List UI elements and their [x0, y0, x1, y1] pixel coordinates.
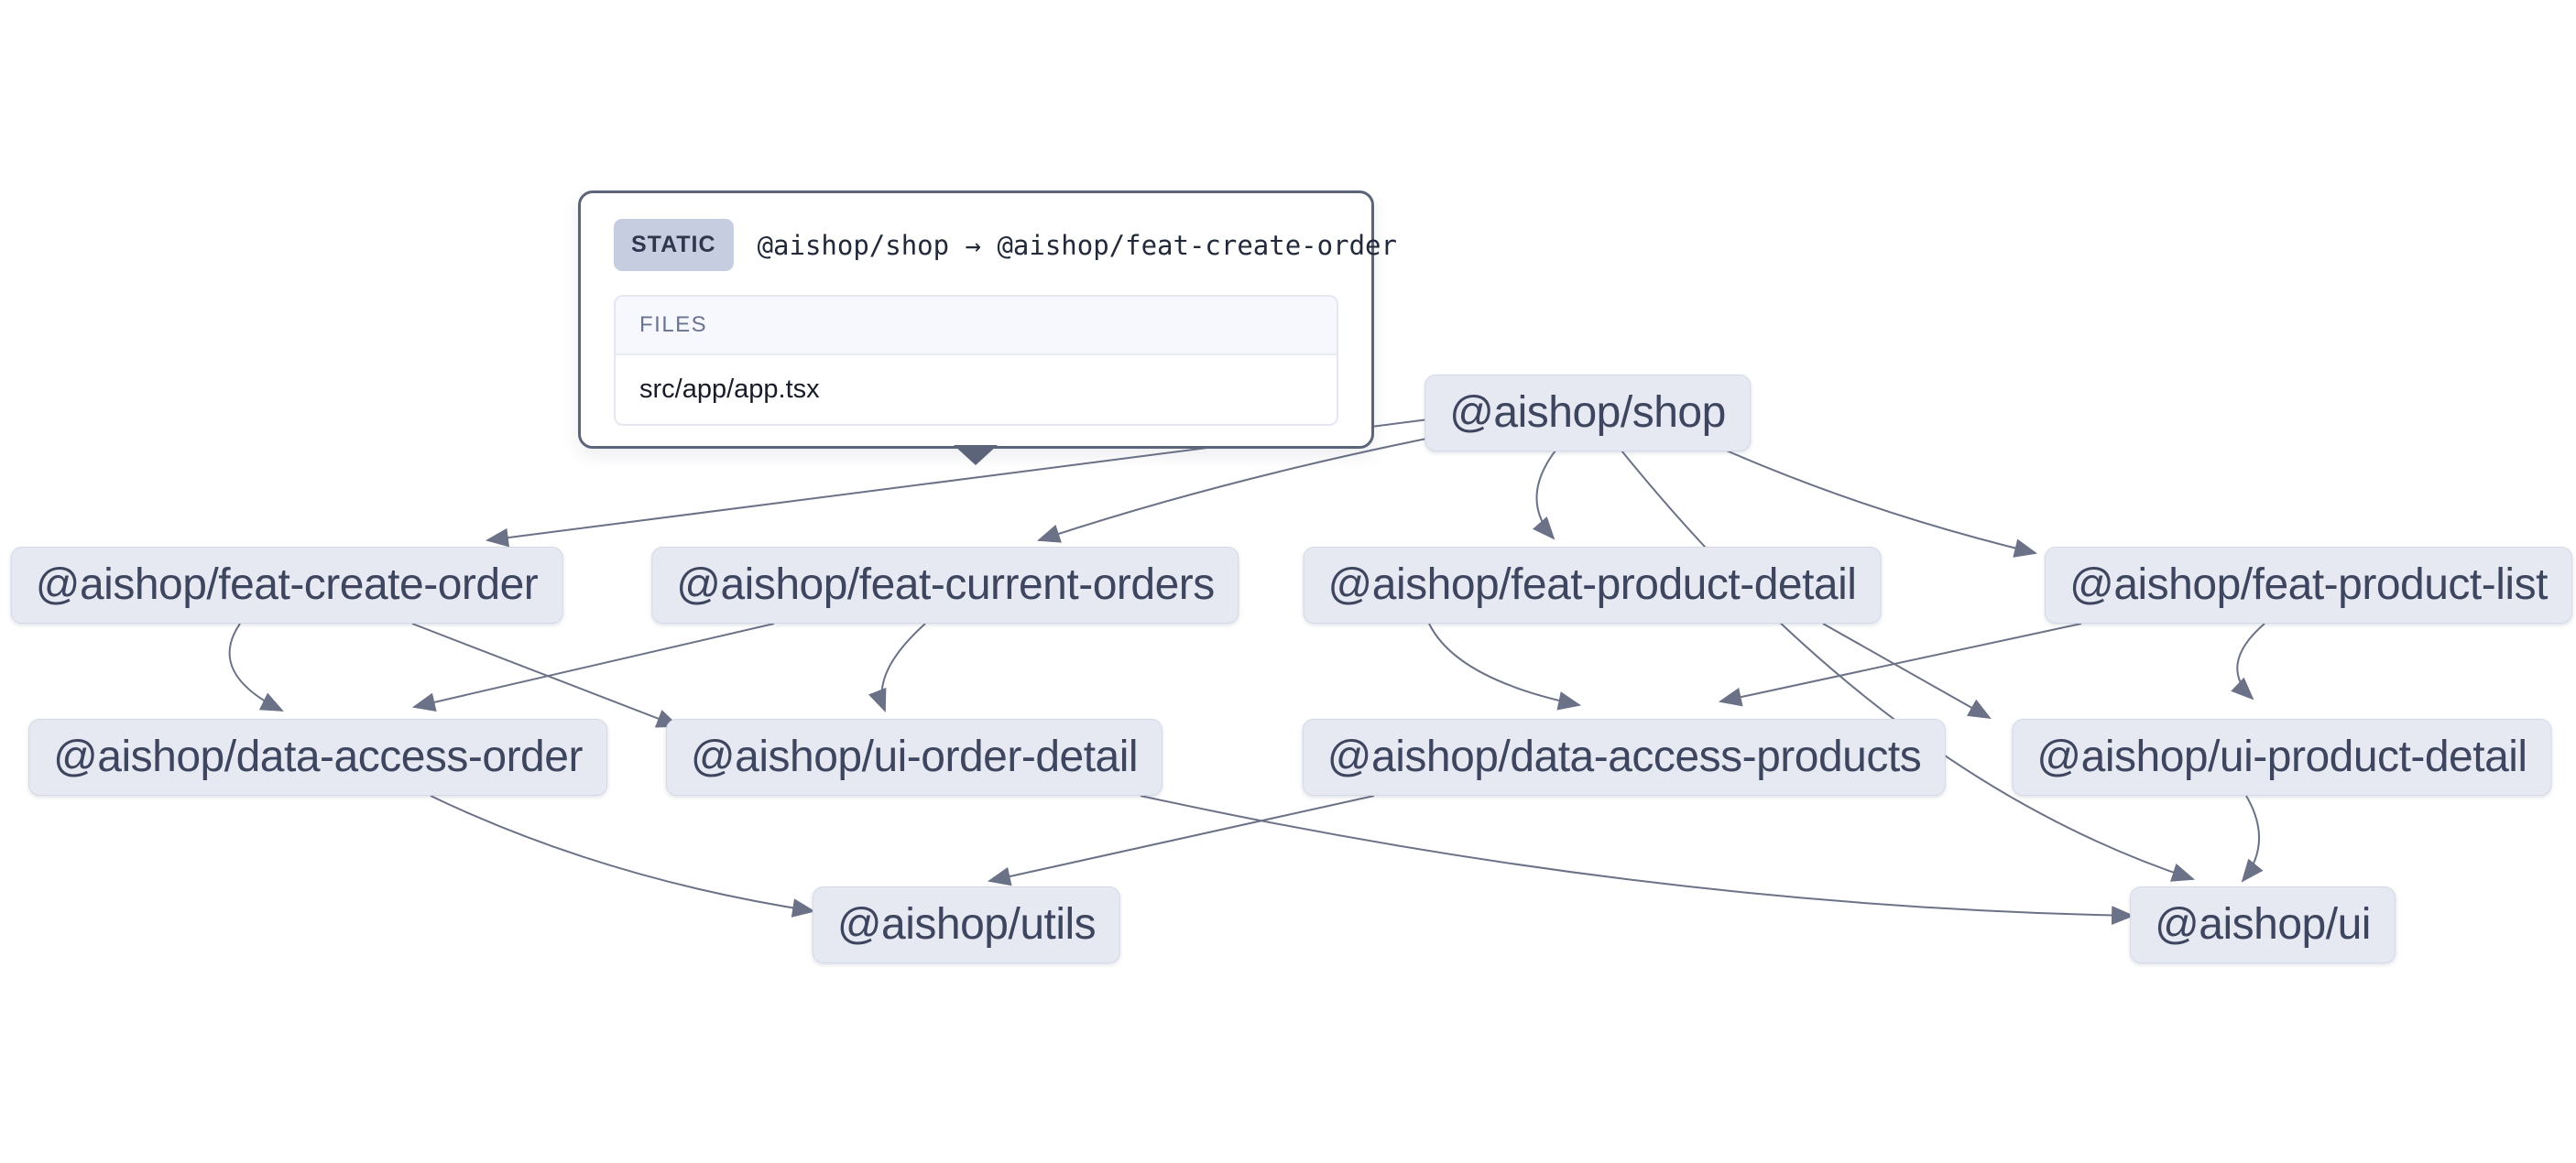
graph-node-shop[interactable]: @aishop/shop: [1424, 375, 1751, 451]
edge-feat-product-detail-ui-product-detail[interactable]: [1822, 623, 1992, 720]
graph-node-data-access-order[interactable]: @aishop/data-access-order: [28, 719, 607, 796]
graph-node-ui-product-detail[interactable]: @aishop/ui-product-detail: [2012, 719, 2552, 796]
edge-feat-product-detail-data-access-products[interactable]: [1428, 623, 1582, 711]
edge-shop-feat-current-orders[interactable]: [1037, 436, 1436, 543]
edge-feat-current-orders-ui-order-detail[interactable]: [868, 623, 926, 712]
graph-node-utils[interactable]: @aishop/utils: [812, 886, 1121, 963]
graph-node-ui[interactable]: @aishop/ui: [2130, 886, 2396, 963]
graph-node-ui-order-detail[interactable]: @aishop/ui-order-detail: [665, 719, 1163, 796]
file-row: src/app/app.tsx: [616, 355, 1337, 424]
edge-shop-feat-product-detail[interactable]: [1533, 450, 1556, 540]
files-panel: FILES src/app/app.tsx: [614, 295, 1338, 426]
files-list: src/app/app.tsx: [616, 355, 1337, 424]
graph-node-feat-current-orders[interactable]: @aishop/feat-current-orders: [651, 547, 1239, 624]
graph-node-feat-product-detail[interactable]: @aishop/feat-product-detail: [1303, 547, 1882, 624]
graph-node-feat-product-list[interactable]: @aishop/feat-product-list: [2045, 547, 2572, 624]
edge-type-badge: STATIC: [614, 219, 734, 271]
tooltip-caret-icon: [954, 445, 998, 465]
graph-node-feat-create-order[interactable]: @aishop/feat-create-order: [10, 547, 563, 624]
tooltip-header: STATIC @aishop/shop → @aishop/feat-creat…: [614, 219, 1397, 271]
graph-node-data-access-products[interactable]: @aishop/data-access-products: [1302, 719, 1947, 796]
edge-feat-create-order-ui-order-detail[interactable]: [411, 623, 680, 728]
edge-shop-feat-product-list[interactable]: [1721, 448, 2038, 558]
edge-feat-current-orders-data-access-order[interactable]: [411, 623, 775, 712]
edge-data-access-order-utils[interactable]: [430, 795, 816, 918]
files-panel-header: FILES: [616, 297, 1337, 355]
edge-shop-ui[interactable]: [1621, 450, 2195, 882]
edge-feat-create-order-data-access-order[interactable]: [228, 623, 284, 712]
edge-ui-order-detail-ui[interactable]: [1140, 795, 2135, 925]
edge-feat-product-list-ui-product-detail[interactable]: [2231, 623, 2265, 701]
edge-data-access-products-utils[interactable]: [987, 795, 1375, 886]
edge-ui-product-detail-ui[interactable]: [2241, 795, 2264, 883]
edge-feat-product-list-data-access-products[interactable]: [1718, 623, 2082, 707]
edge-tooltip: STATIC @aishop/shop → @aishop/feat-creat…: [578, 190, 1397, 465]
edge-tooltip-title: @aishop/shop → @aishop/feat-create-order: [757, 229, 1397, 261]
